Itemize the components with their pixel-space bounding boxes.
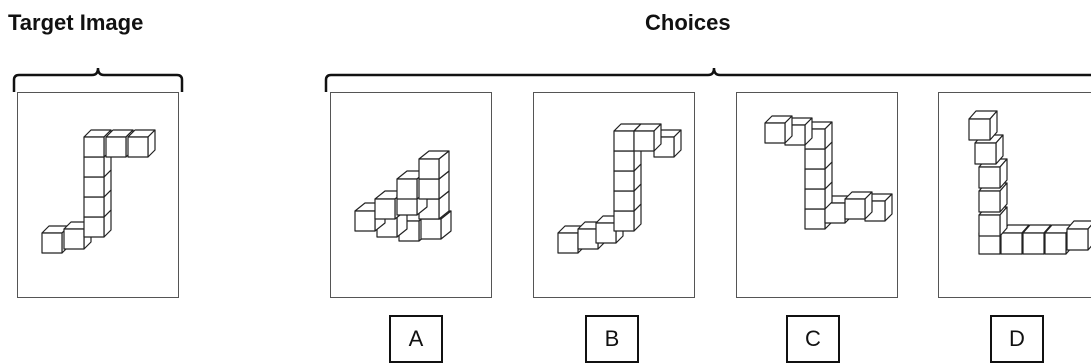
cube-front xyxy=(354,210,376,232)
cube-front xyxy=(978,190,1001,213)
cube-front xyxy=(1022,232,1045,255)
cube-front xyxy=(968,118,991,141)
cube-front xyxy=(1044,232,1067,255)
cube-front xyxy=(83,176,105,198)
cube-front xyxy=(420,218,442,240)
cube-front xyxy=(83,156,105,178)
cube-front xyxy=(396,178,418,200)
cube-front xyxy=(804,208,826,230)
cube-front xyxy=(613,150,635,172)
cube-front xyxy=(418,178,440,200)
target-bracket xyxy=(12,67,184,92)
cube-front xyxy=(974,142,997,165)
cube-front xyxy=(824,202,846,224)
cube-front xyxy=(633,130,655,152)
cube-front xyxy=(1000,232,1023,255)
cube-front xyxy=(557,232,579,254)
cube-front xyxy=(83,216,105,238)
choice-d-panel[interactable] xyxy=(938,92,1091,298)
choice-b-label[interactable]: B xyxy=(585,315,639,363)
target-image-heading: Target Image xyxy=(8,10,144,35)
choice-d-figure xyxy=(968,110,1091,255)
cube-front xyxy=(83,136,105,158)
cube-front xyxy=(978,214,1001,237)
choice-c-label[interactable]: C xyxy=(786,315,840,363)
cube-front xyxy=(41,232,63,254)
cube-front xyxy=(374,198,396,220)
cube-front xyxy=(63,228,85,250)
cube-front xyxy=(127,136,149,158)
cube-top xyxy=(1066,220,1091,230)
cube-front xyxy=(613,170,635,192)
cube-front xyxy=(978,166,1001,189)
choices-heading: Choices xyxy=(645,10,731,35)
cube-front xyxy=(418,158,440,180)
target-image-panel xyxy=(17,92,179,298)
choice-b-figure xyxy=(557,123,682,254)
cube-front xyxy=(613,190,635,212)
choice-a-label[interactable]: A xyxy=(389,315,443,363)
cube-front xyxy=(1066,228,1089,251)
cube-front xyxy=(764,122,786,144)
cube-front xyxy=(844,198,866,220)
cube-front xyxy=(804,168,826,190)
cube-front xyxy=(804,188,826,210)
cube-front xyxy=(595,222,617,244)
target-figure xyxy=(41,129,156,254)
cube-front xyxy=(804,148,826,170)
choice-a-panel[interactable] xyxy=(330,92,492,298)
cube-front xyxy=(613,130,635,152)
cube-front xyxy=(105,136,127,158)
cube-front xyxy=(83,196,105,218)
choice-c-panel[interactable] xyxy=(736,92,898,298)
choice-d-label[interactable]: D xyxy=(990,315,1044,363)
cube-front xyxy=(577,228,599,250)
choice-a-figure xyxy=(354,150,452,242)
choices-bracket xyxy=(324,67,1091,92)
choice-c-figure xyxy=(764,115,893,230)
choice-b-panel[interactable] xyxy=(533,92,695,298)
cube-front xyxy=(613,210,635,232)
